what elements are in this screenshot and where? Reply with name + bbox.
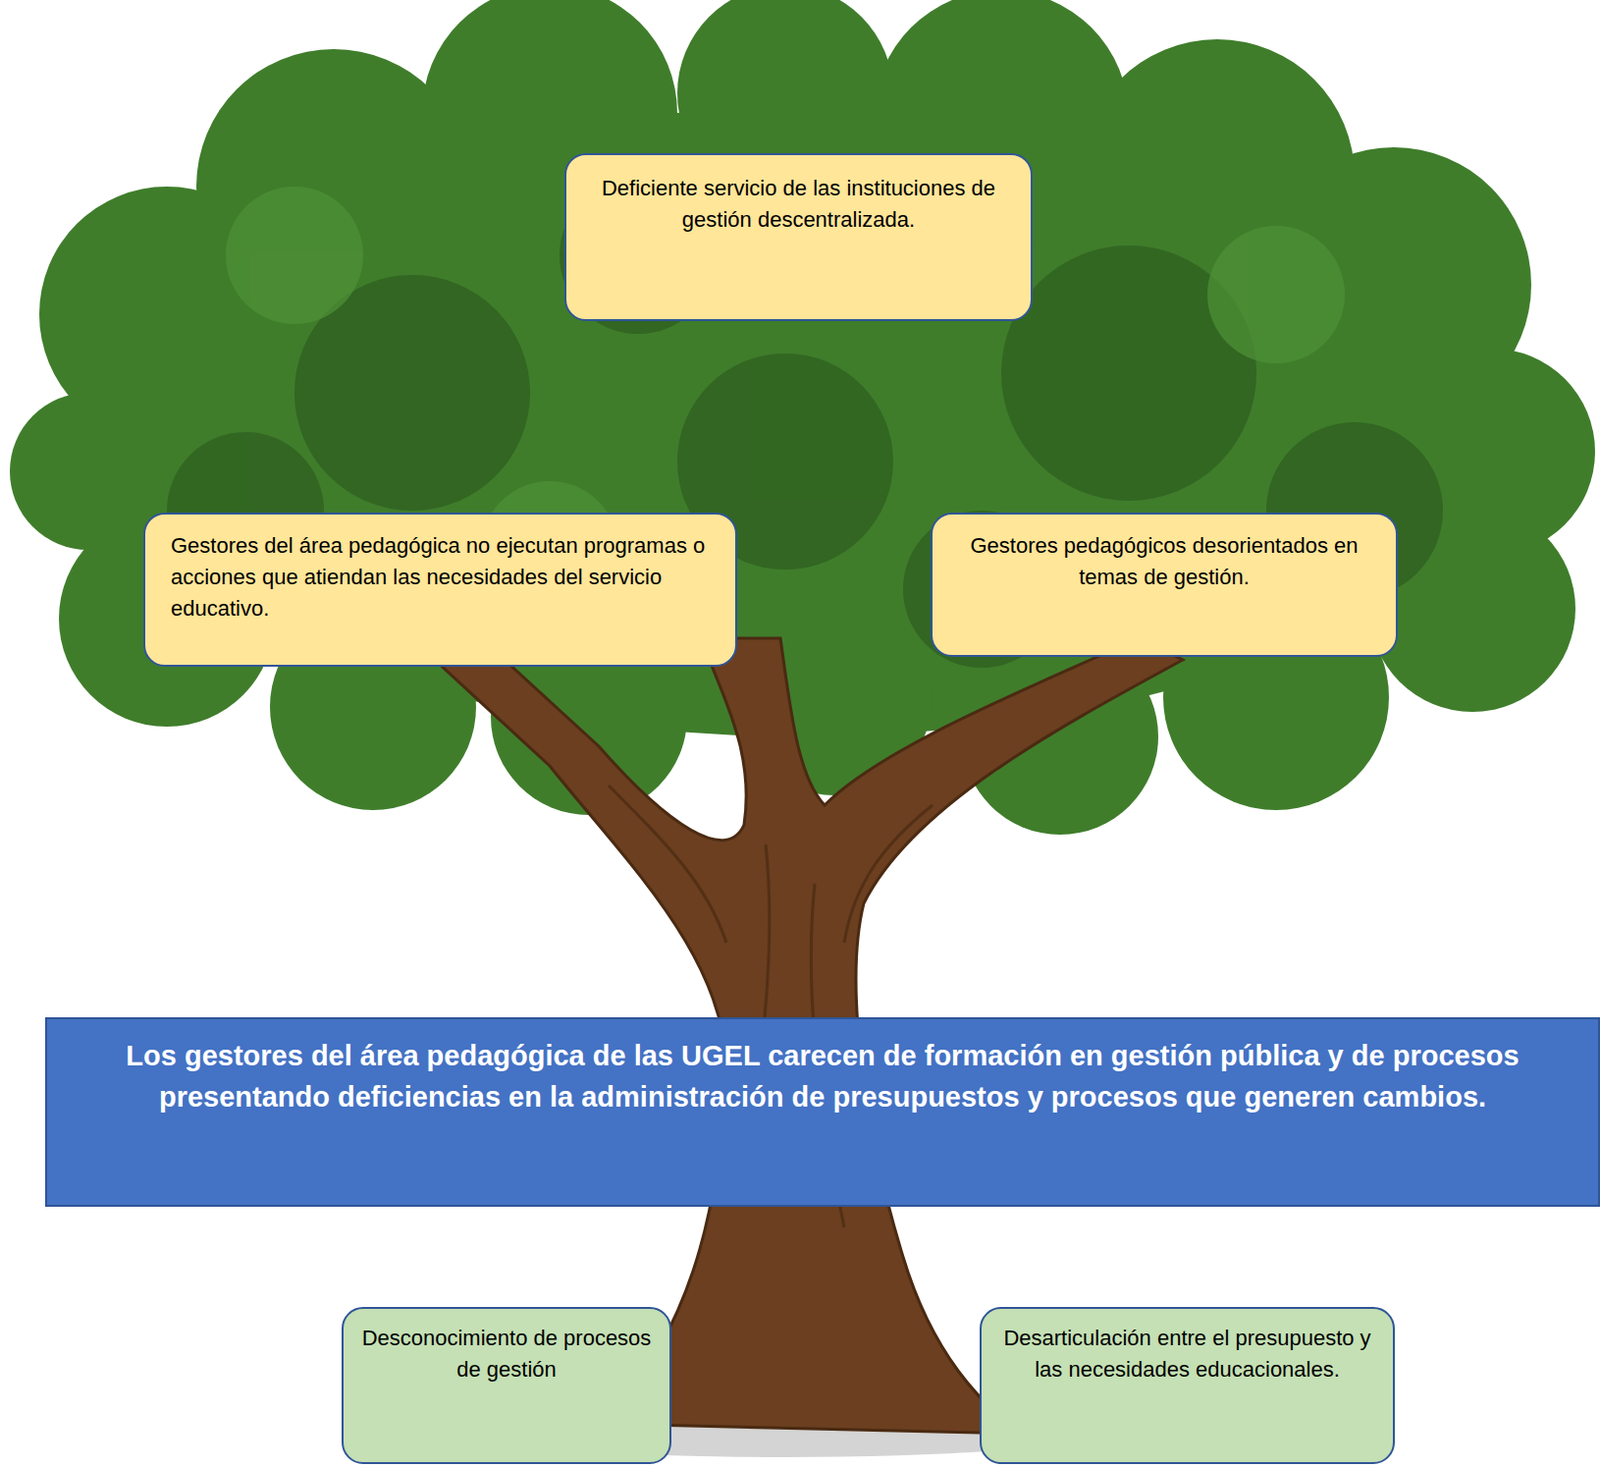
node-text: Los gestores del área pedagógica de las … — [86, 1034, 1559, 1118]
effect-box: Gestores del área pedagógica no ejecutan… — [143, 512, 738, 667]
effect-box: Gestores pedagógicos desorientados en te… — [930, 512, 1398, 657]
central-problem-band: Los gestores del área pedagógica de las … — [45, 1016, 1600, 1207]
node-text: Gestores del área pedagógica no ejecutan… — [170, 530, 710, 625]
node-text: Desarticulación entre el presupuesto y l… — [997, 1322, 1378, 1386]
canopy — [9, 0, 1596, 835]
node-text: Deficiente servicio de las instituciones… — [586, 172, 1012, 236]
node-text: Gestores pedagógicos desorientados en te… — [952, 530, 1377, 593]
node-text: Desconocimiento de procesos de gestión — [359, 1322, 654, 1386]
cause-box: Desarticulación entre el presupuesto y l… — [979, 1306, 1395, 1464]
cause-box: Desconocimiento de procesos de gestión — [341, 1306, 672, 1464]
effect-box: Deficiente servicio de las instituciones… — [564, 153, 1033, 321]
